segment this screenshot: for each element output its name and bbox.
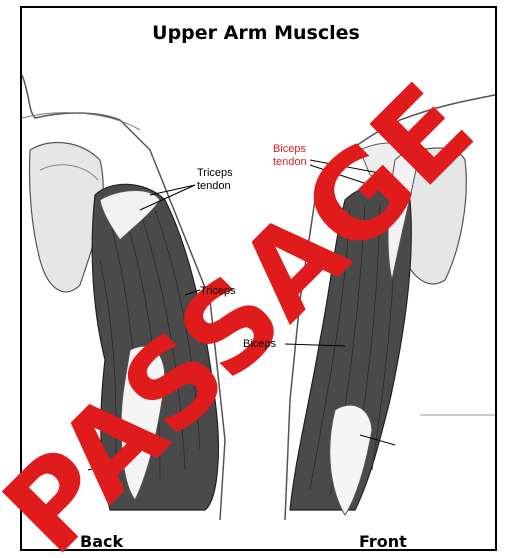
label-biceps: Biceps bbox=[243, 338, 276, 350]
caption-back: Back bbox=[80, 532, 123, 551]
label-biceps-tendon-line2: tendon bbox=[273, 156, 307, 168]
back-view-arm bbox=[22, 75, 225, 520]
label-triceps-tendon-line1: Triceps bbox=[197, 167, 233, 179]
diagram-title: Upper Arm Muscles bbox=[0, 22, 512, 44]
triceps-muscle bbox=[92, 184, 218, 510]
label-biceps-tendon-line1: Biceps bbox=[273, 143, 306, 155]
label-triceps: Triceps bbox=[200, 285, 236, 297]
label-triceps-tendon-line2: tendon bbox=[197, 180, 231, 192]
front-view-arm bbox=[285, 95, 495, 520]
caption-front: Front bbox=[359, 532, 407, 551]
